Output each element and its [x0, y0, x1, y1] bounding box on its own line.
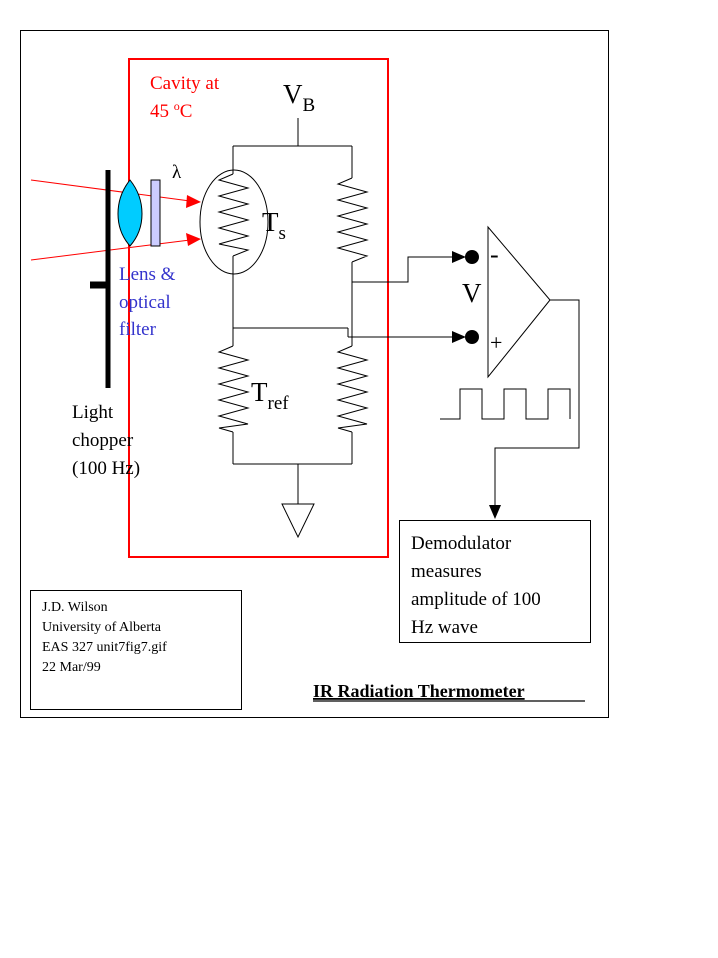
figure-title: IR Radiation Thermometer — [313, 681, 525, 701]
amp-plus-label: + — [490, 330, 502, 355]
sensor-ellipse — [199, 169, 269, 275]
resistor-zigzag-icon — [217, 173, 250, 257]
amplifier-triangle — [487, 225, 551, 379]
lens-label: Lens & optical filter — [119, 264, 180, 340]
lens-icon — [117, 179, 143, 247]
cavity-box — [128, 58, 389, 558]
amp-output-wire — [494, 299, 580, 508]
lambda-label: λ — [172, 162, 182, 183]
ir-ray-lower-arrowhead — [186, 233, 201, 246]
chopper-label: Light chopper (100 Hz) — [72, 402, 140, 479]
demodulator-box — [399, 520, 591, 643]
demod-input-arrowhead — [489, 505, 501, 519]
plus-input-terminal — [465, 330, 479, 344]
plus-input-arrowhead — [452, 331, 466, 343]
ts-label: Ts — [262, 207, 286, 244]
resistor-zigzag-icon — [336, 177, 369, 263]
credits-text: J.D. Wilson University of Alberta EAS 32… — [42, 600, 170, 675]
cavity-label-line2: 45 oC — [150, 99, 192, 122]
ground-symbol-icon — [281, 503, 315, 539]
minus-input-terminal — [465, 250, 479, 264]
output-wires — [348, 256, 462, 338]
resistor-bottom-right — [336, 345, 369, 433]
amp-minus-label: - — [490, 240, 499, 269]
tref-label: Tref — [251, 377, 289, 414]
resistor-zigzag-icon — [217, 345, 250, 433]
ir-rays — [30, 179, 201, 261]
square-wave-icon — [440, 388, 571, 420]
resistor-top-right — [336, 177, 369, 263]
amp-v-label: V — [462, 278, 482, 308]
cavity-label-line1: Cavity at — [150, 73, 220, 94]
resistor-ts — [217, 173, 250, 257]
resistor-zigzag-icon — [336, 345, 369, 433]
optical-filter-icon — [150, 179, 161, 247]
outer-frame — [20, 30, 609, 718]
bridge-wires — [232, 118, 353, 504]
minus-input-arrowhead — [452, 251, 466, 263]
resistor-tref — [217, 345, 250, 433]
vb-label: VB — [283, 79, 315, 116]
demodulator-label: Demodulator measures amplitude of 100 Hz… — [411, 533, 546, 638]
ir-ray-upper-arrowhead — [186, 195, 201, 208]
credits-box — [30, 590, 242, 710]
